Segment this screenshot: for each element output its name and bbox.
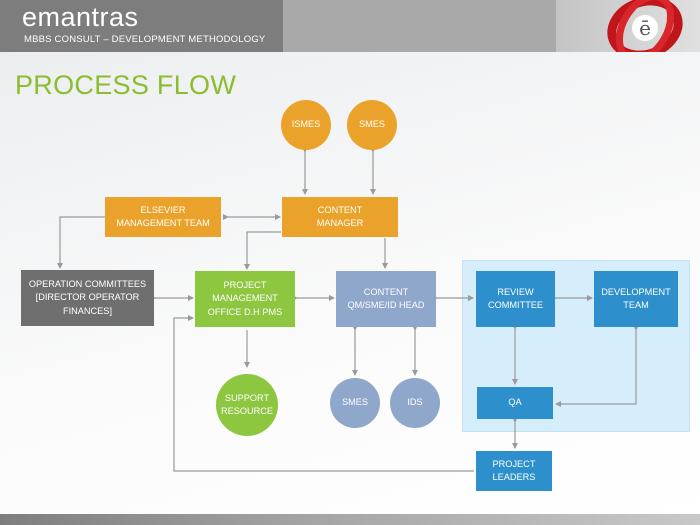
header-subtitle: MBBS CONSULT – DEVELOPMENT METHODOLOGY (24, 34, 266, 45)
node-development-team: DEVELOPMENT TEAM (594, 271, 678, 327)
edge-development-qa (555, 325, 639, 407)
edge-content-manager-pmo (244, 231, 281, 270)
node-support-resource: SUPPORT RESOURCE (216, 374, 278, 436)
node-smes-top: SMES (347, 100, 397, 150)
node-review-committee: REVIEW COMMITTEE (476, 271, 555, 327)
node-content-manager: CONTENT MANAGER (282, 197, 398, 237)
node-ismes: ISMES (281, 100, 331, 150)
node-smes-bottom: SMES (330, 378, 380, 428)
node-ids: IDS (390, 378, 440, 428)
edge-leaders-pmo (173, 315, 474, 472)
edge-elsevier-operation (57, 216, 105, 269)
footer-bar (0, 514, 700, 525)
emantras-logo-icon: ē (607, 0, 683, 52)
logo-glyph: ē (639, 16, 651, 40)
brand-name: emantras (22, 2, 139, 32)
node-qa: QA (477, 387, 553, 419)
header-dark-segment (0, 0, 283, 52)
node-project-leaders: PROJECT LEADERS (476, 451, 552, 491)
header-bar: emantras MBBS CONSULT – DEVELOPMENT METH… (0, 0, 700, 52)
node-operation-committees: OPERATION COMMITTEES [DIRECTOR OPERATOR … (21, 270, 154, 326)
header-mid-segment (283, 0, 556, 52)
node-elsevier-management-team: ELSEVIER MANAGEMENT TEAM (105, 197, 221, 237)
page-title: PROCESS FLOW (15, 70, 237, 100)
node-project-management-office: PROJECT MANAGEMENT OFFICE D.H PMS (195, 271, 295, 327)
node-content-qm-head: CONTENT QM/SME/ID HEAD (336, 271, 436, 327)
